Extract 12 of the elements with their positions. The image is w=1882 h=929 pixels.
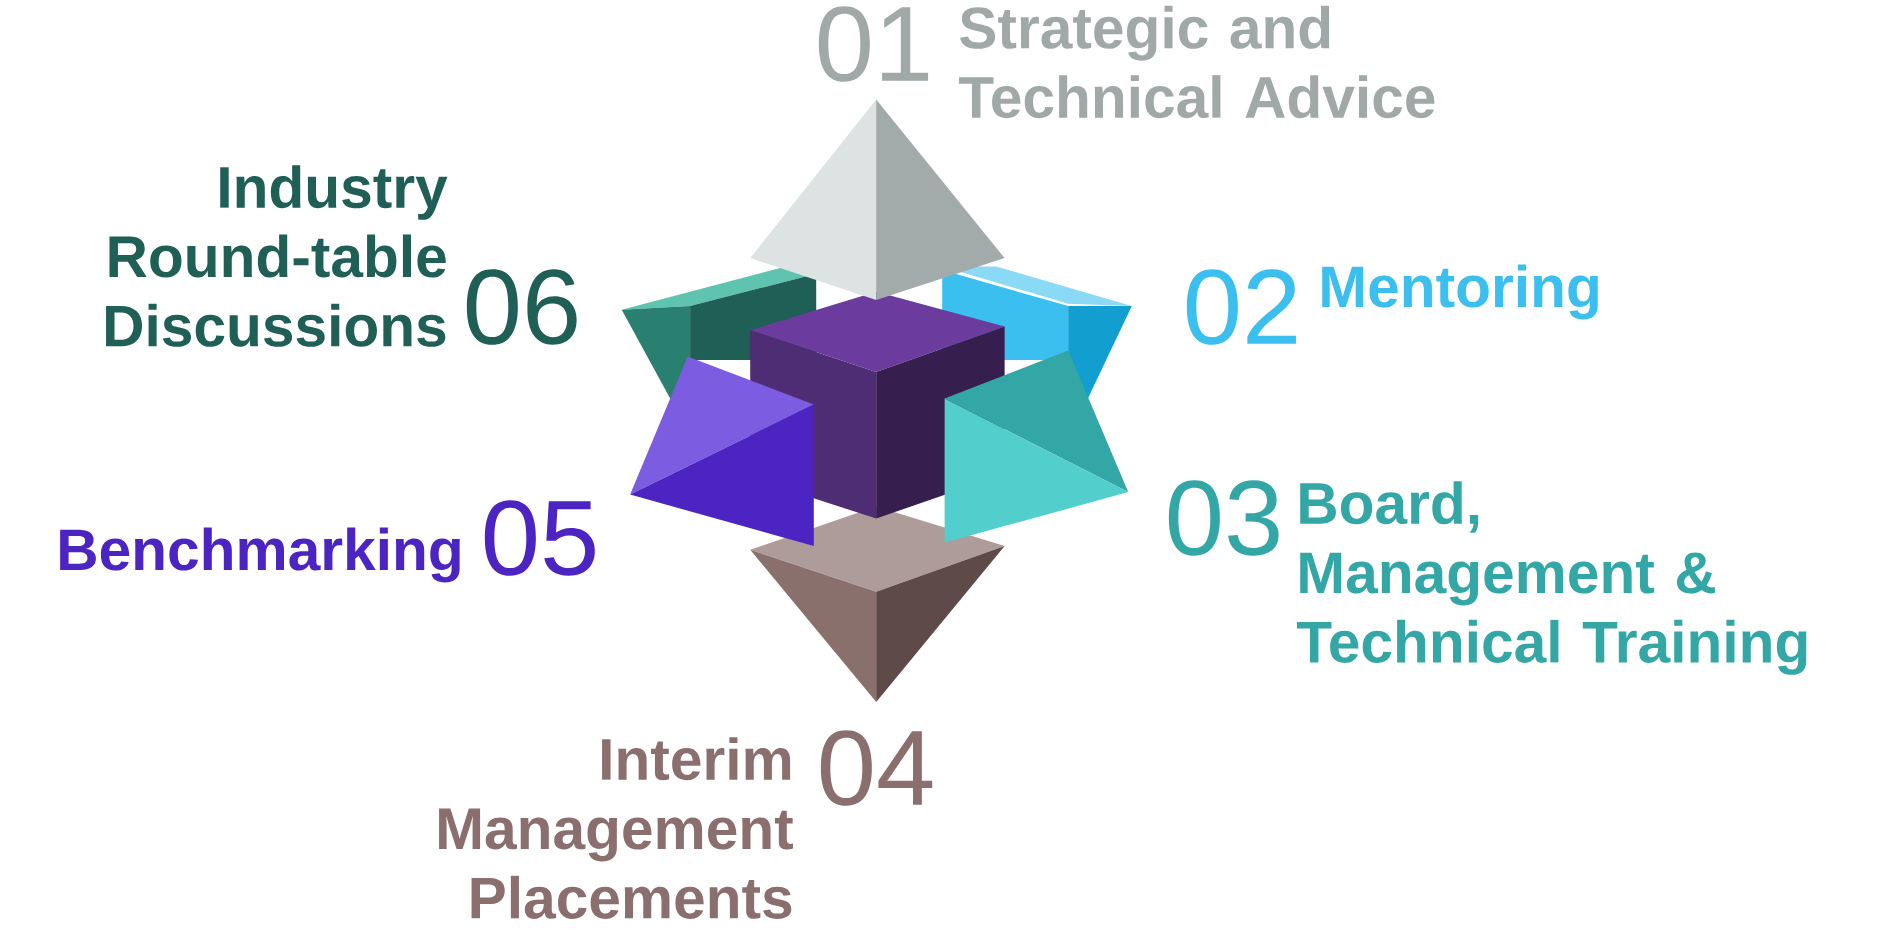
step-number: 06 <box>466 269 577 345</box>
step-label: Mentoring <box>1322 264 1598 320</box>
step-label: Board, Management & Technical Training <box>1296 481 1807 675</box>
step-label: Industry Round-table Discussions <box>106 165 448 347</box>
step-label: Strategic and Technical Advice <box>958 5 1435 119</box>
step-label: Interim Management Placements <box>439 737 793 919</box>
step-number: 05 <box>484 500 595 576</box>
step-number: 03 <box>1168 480 1279 556</box>
step-number: 04 <box>820 730 933 806</box>
step-number: 01 <box>818 6 929 82</box>
step-number: 02 <box>1186 269 1296 345</box>
step-label: Benchmarking <box>60 527 460 583</box>
